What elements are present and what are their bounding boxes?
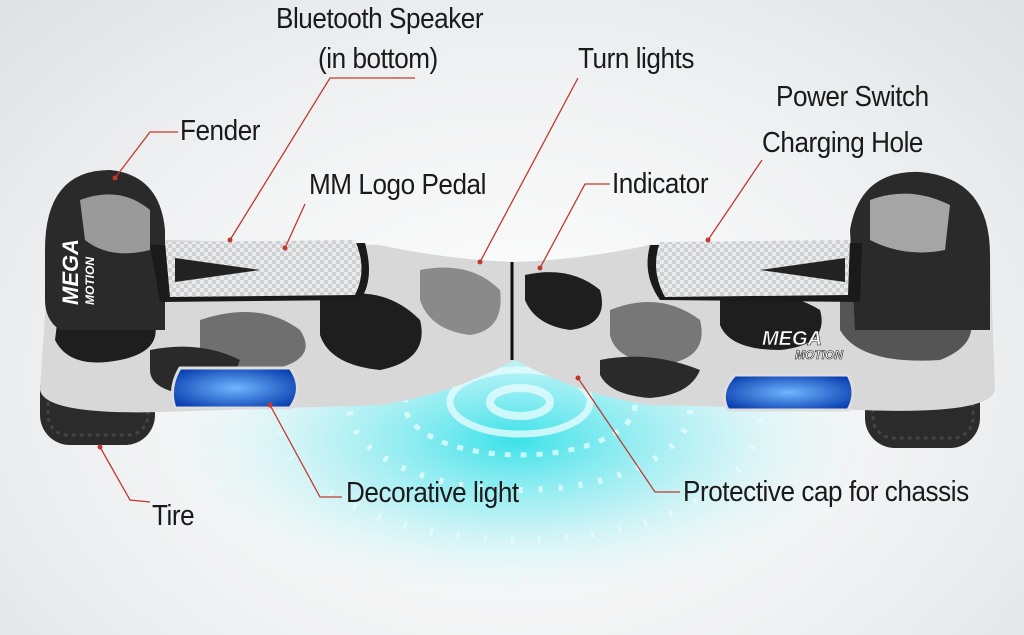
label-bluetooth-speaker: Bluetooth Speaker	[276, 3, 484, 35]
label-mm-logo-pedal: MM Logo Pedal	[309, 169, 486, 201]
decorative-light-right	[722, 373, 855, 412]
pedal-left	[150, 240, 369, 302]
leader-tire	[99, 446, 151, 503]
fender-camo	[870, 193, 950, 253]
label-decorative-light: Decorative light	[346, 477, 519, 509]
fender-camo	[80, 194, 150, 254]
label-power-switch: Power Switch	[776, 81, 929, 113]
label-indicator: Indicator	[612, 168, 709, 200]
label-charging-hole: Charging Hole	[762, 127, 924, 159]
svg-text:MEGA: MEGA	[58, 239, 83, 305]
leader-mm-logo	[284, 203, 306, 249]
label-turn-lights: Turn lights	[578, 43, 694, 75]
svg-text:MOTION: MOTION	[795, 348, 843, 362]
leader-dots	[97, 175, 711, 450]
label-bluetooth-speaker-location: (in bottom)	[318, 43, 438, 75]
leader-indicator	[539, 183, 610, 269]
leader-decorative-light	[269, 404, 342, 498]
leader-power-switch	[707, 159, 763, 241]
leader-protective-cap	[577, 377, 680, 493]
label-protective-cap: Protective cap for chassis	[683, 476, 969, 508]
decorative-light-left	[170, 366, 299, 410]
mega-motion-logo-fender: MEGA MOTION	[58, 239, 97, 305]
label-tire: Tire	[152, 500, 195, 532]
leader-turn-lights	[479, 77, 579, 263]
svg-text:MEGA: MEGA	[762, 328, 822, 350]
leader-lines	[99, 77, 763, 503]
leader-bluetooth	[229, 77, 415, 241]
label-fender: Fender	[180, 115, 261, 147]
pedal-right	[647, 240, 862, 302]
svg-text:MOTION: MOTION	[83, 257, 97, 305]
leader-fender	[114, 131, 178, 179]
mega-motion-logo-body: MEGA MOTION	[762, 328, 844, 363]
